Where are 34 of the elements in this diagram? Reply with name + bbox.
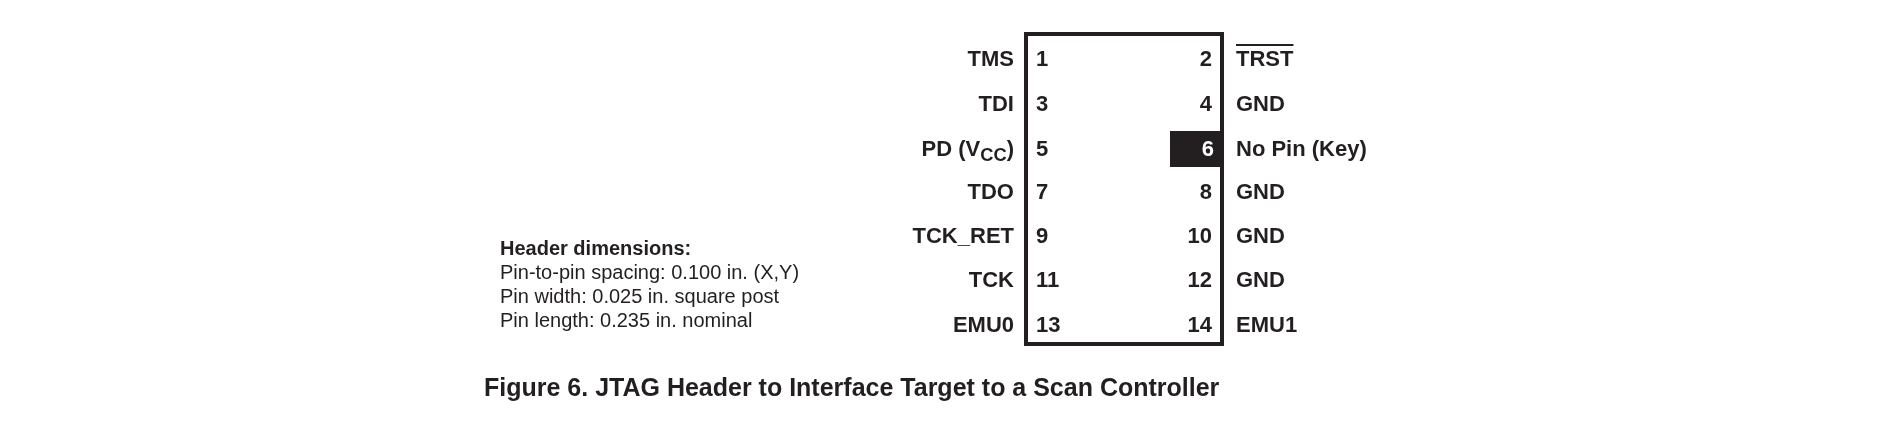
- signal-name: TCK: [968, 267, 1014, 293]
- pin-number: 10: [1187, 223, 1212, 249]
- pin-number: 11: [1036, 267, 1060, 293]
- signal-name: EMU0: [952, 312, 1014, 338]
- signal-name: PD (V$_{CC}$): [921, 136, 1014, 168]
- signal-name: EMU1: [1236, 312, 1298, 338]
- signal-name: TDI: [978, 91, 1014, 117]
- dimension-note: Pin-to-pin spacing: 0.100 in. (X,Y): [500, 260, 800, 284]
- signal-name: TDO: [967, 179, 1014, 205]
- dimension-note: Pin width: 0.025 in. square post: [500, 284, 780, 308]
- signal-name: TCK_RET: [912, 223, 1014, 249]
- key-block: 6: [1170, 131, 1220, 167]
- heading: Header dimensions:: [500, 236, 692, 260]
- pin-number: 2: [1199, 46, 1212, 72]
- pin-number: 13: [1036, 312, 1061, 338]
- pin-number: 8: [1199, 179, 1212, 205]
- signal-name: GND: [1236, 223, 1285, 249]
- signal-name: TRST: [1236, 46, 1294, 72]
- signal-name: GND: [1236, 267, 1285, 293]
- signal-name: GND: [1236, 179, 1285, 205]
- pin-number: 14: [1187, 312, 1212, 338]
- pin-number: 4: [1199, 91, 1212, 117]
- dimension-note: Pin length: 0.235 in. nominal: [500, 308, 753, 332]
- pin-number: 7: [1036, 179, 1049, 205]
- header-outline: [1024, 32, 1224, 346]
- signal-name: No Pin (Key): [1236, 136, 1367, 162]
- pin-number: 1: [1036, 46, 1049, 72]
- pin-number: 12: [1187, 267, 1212, 293]
- pin-number: 9: [1036, 223, 1049, 249]
- signal-name: GND: [1236, 91, 1285, 117]
- signal-name: TMS: [967, 46, 1014, 72]
- figure-caption: Figure 6. JTAG Header to Interface Target to a Scan Controller: [484, 373, 1220, 402]
- pin-number: 5: [1036, 136, 1049, 162]
- pin-number: 3: [1036, 91, 1049, 117]
